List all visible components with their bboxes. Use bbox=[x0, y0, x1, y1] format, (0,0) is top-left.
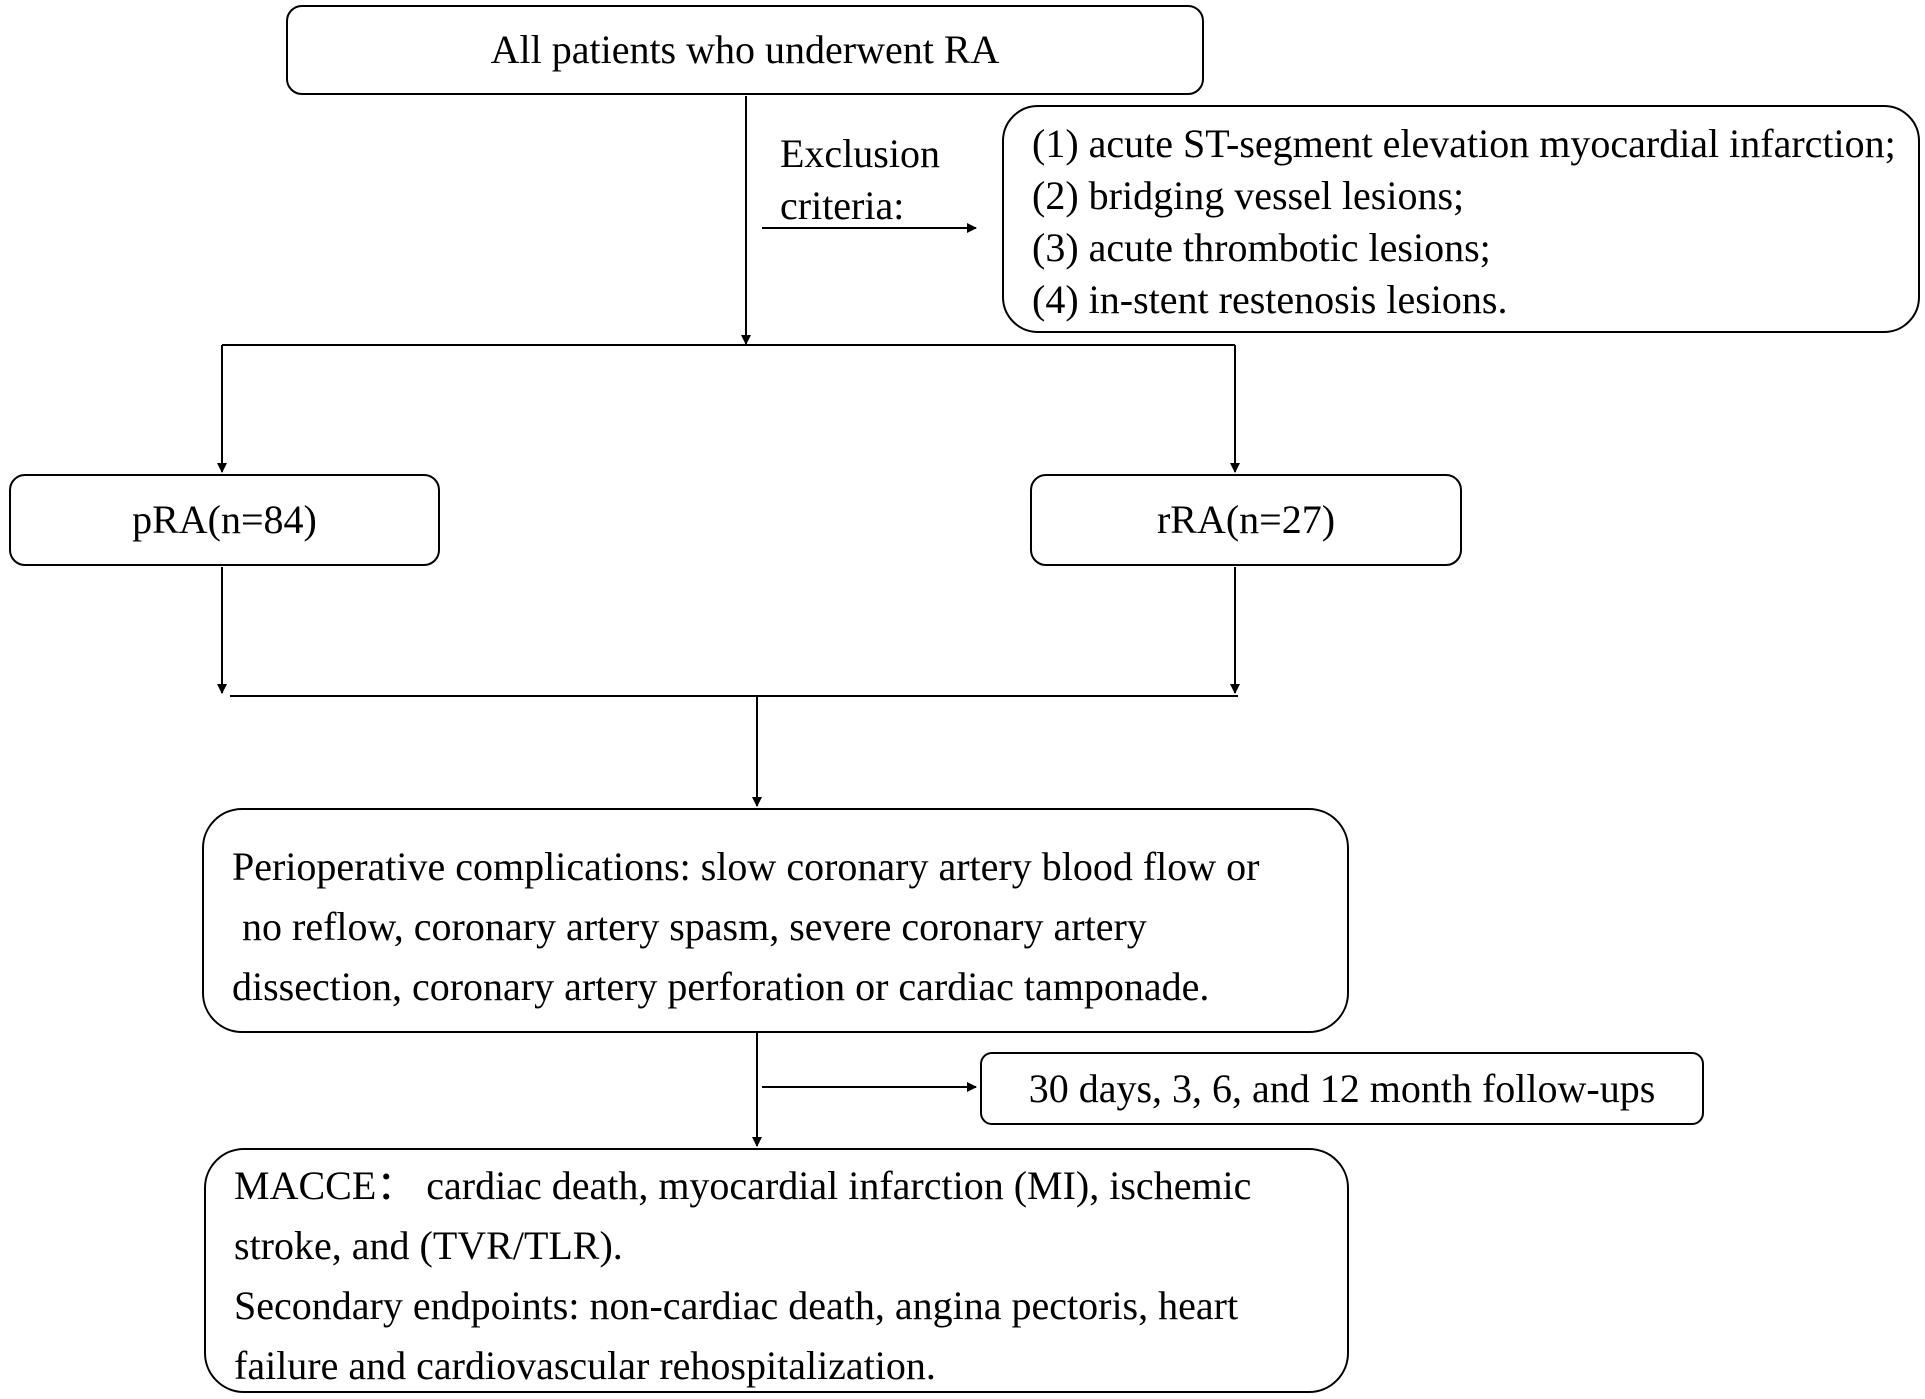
exclusion-heading-line-1: Exclusion bbox=[780, 131, 940, 176]
exclusion-item: (2) bridging vessel lesions; bbox=[1032, 173, 1465, 218]
complications-box: Perioperative complications: slow corona… bbox=[202, 808, 1349, 1033]
start-label: All patients who underwent RA bbox=[490, 27, 1000, 72]
outcomes-line: failure and cardiovascular rehospitaliza… bbox=[234, 1343, 936, 1388]
exclusion-criteria-box: (1) acute ST-segment elevation myocardia… bbox=[1002, 105, 1920, 333]
exclusion-item: (1) acute ST-segment elevation myocardia… bbox=[1032, 121, 1896, 166]
exclusion-heading-line-2: criteria: bbox=[780, 183, 905, 228]
pra-group-label: pRA(n=84) bbox=[132, 497, 317, 542]
rra-group-label: rRA(n=27) bbox=[1156, 497, 1336, 542]
pra-group-box: pRA(n=84) bbox=[9, 474, 440, 566]
outcomes-line: MACCE： cardiac death, myocardial infarct… bbox=[234, 1163, 1252, 1208]
followup-label: 30 days, 3, 6, and 12 month follow-ups bbox=[1028, 1065, 1656, 1111]
outcomes-line: Secondary endpoints: non-cardiac death, … bbox=[234, 1283, 1239, 1328]
complications-line: dissection, coronary artery perforation … bbox=[232, 964, 1210, 1009]
exclusion-item: (3) acute thrombotic lesions; bbox=[1032, 225, 1491, 270]
exclusion-heading: Exclusion criteria: bbox=[780, 128, 940, 232]
exclusion-item: (4) in-stent restenosis lesions. bbox=[1032, 277, 1508, 322]
complications-line: Perioperative complications: slow corona… bbox=[232, 844, 1260, 889]
rra-group-box: rRA(n=27) bbox=[1030, 474, 1462, 566]
outcomes-line: stroke, and (TVR/TLR). bbox=[234, 1223, 623, 1268]
followup-box: 30 days, 3, 6, and 12 month follow-ups bbox=[980, 1052, 1704, 1125]
start-box: All patients who underwent RA bbox=[286, 5, 1204, 95]
outcomes-box: MACCE： cardiac death, myocardial infarct… bbox=[204, 1148, 1349, 1393]
complications-line: no reflow, coronary artery spasm, severe… bbox=[232, 904, 1147, 949]
